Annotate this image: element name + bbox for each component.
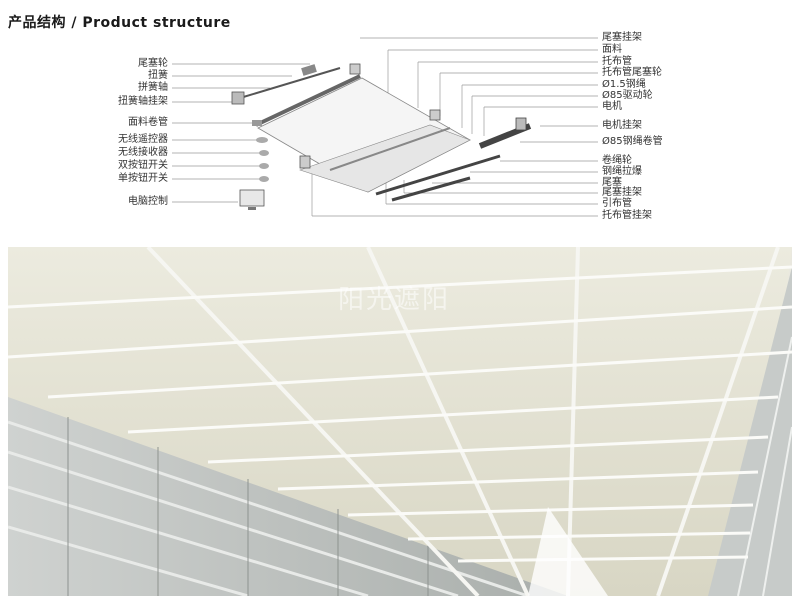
label-cable-tensioner: 钢绳拉爆 — [602, 166, 642, 177]
label-tail-plug-bracket-top: 尾塞挂架 — [602, 32, 642, 43]
label-fabric: 面料 — [602, 44, 622, 55]
label-support-tube-bracket: 托布管挂架 — [602, 210, 652, 221]
label-tail-plug-wheel: 尾塞轮 — [138, 58, 168, 69]
page-title: 产品结构 / Product structure — [8, 15, 231, 31]
label-tail-plug: 尾塞 — [602, 177, 622, 188]
label-fabric-roller: 面料卷管 — [128, 117, 168, 128]
label-torsion-spring: 扭簧 — [148, 70, 168, 81]
exploded-view-drawing — [172, 37, 598, 217]
skylight-shade-photo: 阳光遮阳 — [8, 247, 792, 596]
label-double-button-switch: 双按钮开关 — [118, 160, 168, 171]
label-lead-tube: 引布管 — [602, 198, 632, 209]
label-tail-plug-bracket: 尾塞挂架 — [602, 187, 642, 198]
label-spring-shaft: 拼簧轴 — [138, 82, 168, 93]
label-wireless-receiver: 无线接收器 — [118, 147, 168, 158]
label-steel-cable: Ø1.5钢绳 — [602, 79, 646, 90]
label-motor: 电机 — [602, 101, 622, 112]
label-motor-bracket: 电机挂架 — [602, 120, 642, 131]
skylight-illustration — [8, 247, 792, 596]
label-spring-shaft-bracket: 扭簧轴挂架 — [118, 96, 168, 107]
label-support-tube-plug-wheel: 托布管尾塞轮 — [602, 67, 662, 78]
label-wireless-remote: 无线遥控器 — [118, 134, 168, 145]
label-single-button-switch: 单按钮开关 — [118, 173, 168, 184]
label-rope-wheel: 卷绳轮 — [602, 155, 632, 166]
label-computer-control: 电脑控制 — [128, 196, 168, 207]
product-structure-diagram: 尾塞轮 扭簧 拼簧轴 扭簧轴挂架 面料卷管 无线遥控器 无线接收器 双按钮开关 … — [0, 30, 800, 240]
watermark-text: 阳光遮阳 — [338, 285, 451, 315]
label-drive-wheel: Ø85驱动轮 — [602, 90, 653, 101]
label-cable-roller-tube: Ø85钢绳卷管 — [602, 136, 663, 147]
label-support-tube: 托布管 — [602, 56, 632, 67]
